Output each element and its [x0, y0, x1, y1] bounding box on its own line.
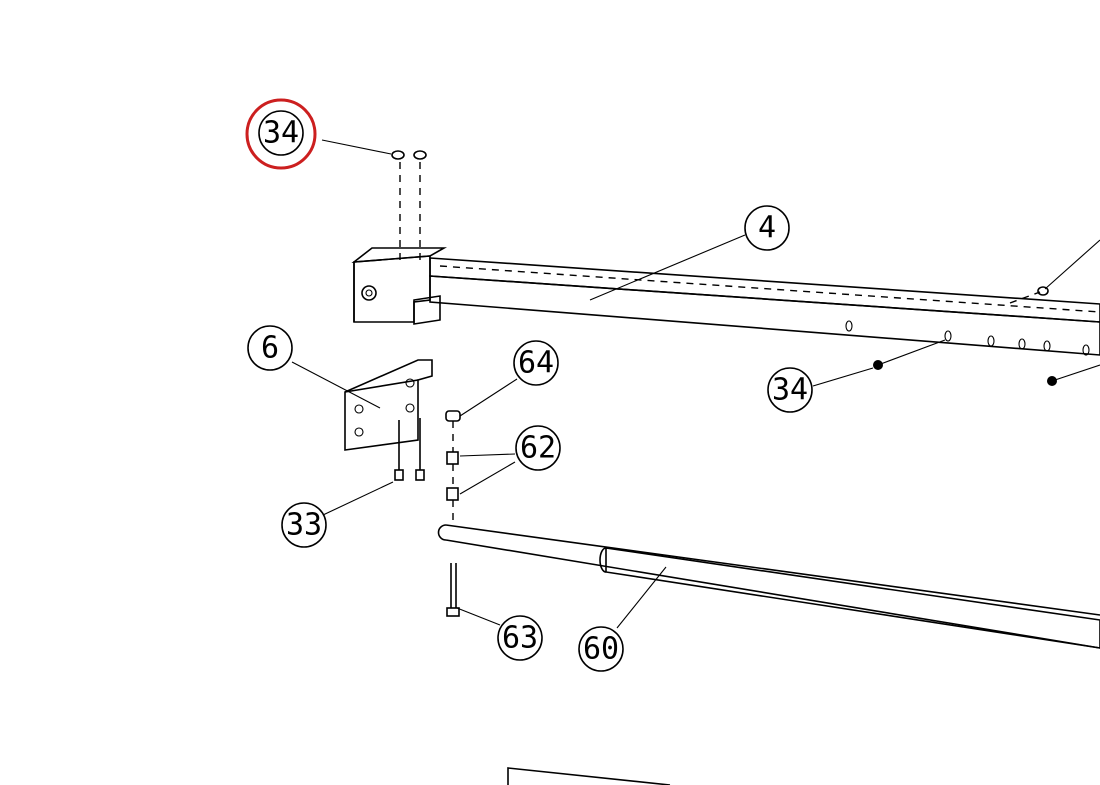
- main-rail: [429, 257, 1100, 356]
- callout-label: 60: [583, 632, 619, 667]
- callout-34-rail: 34: [767, 367, 813, 413]
- callout-label: 63: [502, 621, 538, 656]
- leader-lines: [291, 139, 1100, 629]
- end-bracket: [351, 247, 448, 325]
- lower-frame-edge: [507, 767, 671, 785]
- highlight-ring: [245, 98, 317, 170]
- callout-label: 34: [772, 373, 808, 408]
- callout-34-top: 34: [245, 98, 317, 170]
- callout-label: 6: [261, 331, 279, 366]
- callout-label: 33: [286, 508, 322, 543]
- rail-slots: [845, 320, 1090, 356]
- callout-label: 34: [263, 116, 299, 151]
- callout-60: 60: [578, 626, 624, 672]
- callout-6: 6: [247, 325, 293, 371]
- callout-63: 63: [497, 615, 543, 661]
- right-fasteners: [873, 286, 1100, 386]
- tube: [437, 524, 1100, 649]
- callout-62: 62: [515, 425, 561, 471]
- callout-4: 4: [744, 205, 790, 251]
- callout-label: 4: [758, 211, 776, 246]
- pin-assembly: [445, 410, 461, 617]
- angle-bracket: [344, 359, 433, 451]
- callout-label: 64: [518, 346, 554, 381]
- nuts-top: [391, 150, 427, 262]
- callout-33: 33: [281, 502, 327, 548]
- bolts: [394, 418, 425, 481]
- callout-64: 64: [513, 340, 559, 386]
- callout-label: 62: [520, 431, 556, 466]
